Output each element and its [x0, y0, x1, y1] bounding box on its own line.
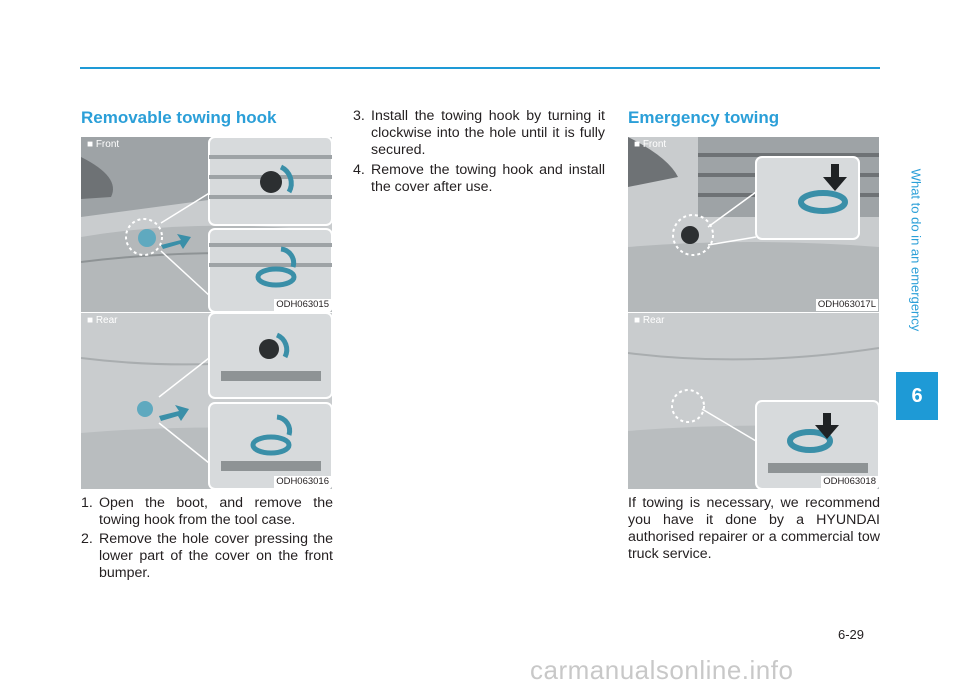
step-2-number: 2. [81, 531, 93, 547]
front-emergency-figure-code: ODH063017L [815, 299, 878, 311]
section-title-vertical: What to do in an emergency [908, 168, 924, 332]
step-3-number: 3. [353, 108, 365, 124]
step-1-number: 1. [81, 495, 93, 511]
step-3-text: Install the towing hook by turning it cl… [371, 108, 605, 158]
rear-tow-hook-figure: ■ Rear ODH063016 [81, 313, 332, 489]
rear-emergency-figure-code: ODH063018 [821, 476, 878, 488]
front-tow-hook-figure: ■ Front ODH063015 [81, 137, 332, 312]
step-1: 1. Open the boot, and remove the towing … [81, 495, 333, 529]
step-2-text: Remove the hole cover pressing the lower… [99, 531, 333, 581]
front-emergency-illustration [628, 137, 879, 312]
rear-figure-label: ■ Rear [87, 315, 118, 326]
front-emergency-towing-figure: ■ Front ODH063017L [628, 137, 879, 312]
rear-emergency-towing-figure: ■ Rear ODH063018 [628, 313, 879, 489]
step-4-text: Remove the towing hook and install the c… [371, 162, 605, 195]
removable-towing-hook-heading: Removable towing hook [81, 108, 277, 127]
rear-bumper-illustration [81, 313, 332, 489]
step-2: 2. Remove the hole cover pressing the lo… [81, 531, 333, 582]
rear-emergency-figure-label: ■ Rear [634, 315, 665, 326]
step-4-number: 4. [353, 162, 365, 178]
rear-emergency-illustration [628, 313, 879, 489]
page-number: 6-29 [838, 627, 865, 642]
chapter-number-tab: 6 [896, 372, 938, 420]
front-emergency-figure-label: ■ Front [634, 139, 667, 150]
step-3: 3. Install the towing hook by turning it… [353, 108, 605, 159]
emergency-towing-paragraph: If towing is necessary, we recommend you… [628, 495, 880, 562]
step-1-text: Open the boot, and remove the towing hoo… [99, 495, 333, 528]
front-figure-code: ODH063015 [274, 299, 331, 311]
step-4: 4. Remove the towing hook and install th… [353, 162, 605, 196]
front-figure-label: ■ Front [87, 139, 120, 150]
rear-figure-code: ODH063016 [274, 476, 331, 488]
top-rule [80, 67, 880, 69]
front-bumper-illustration [81, 137, 332, 312]
emergency-towing-heading: Emergency towing [628, 108, 780, 127]
watermark: carmanualsonline.info [530, 655, 794, 685]
